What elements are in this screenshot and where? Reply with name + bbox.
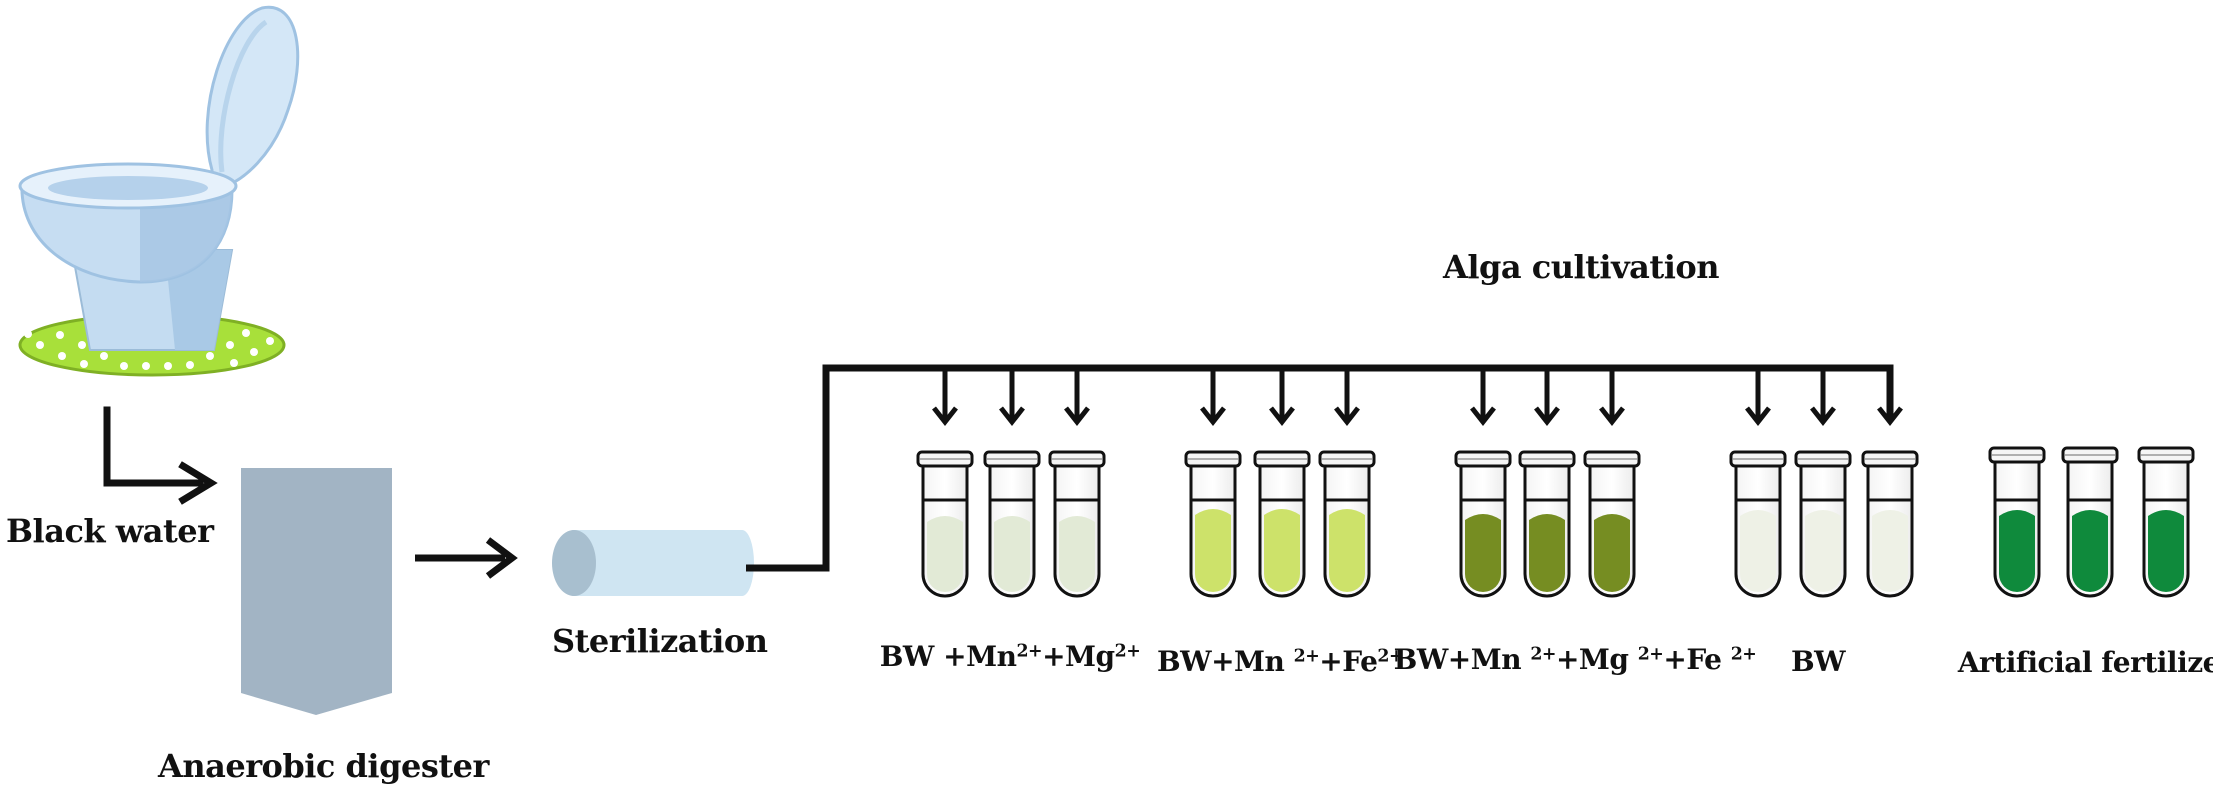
tube-liquid xyxy=(1264,509,1300,592)
label-alga-cultivation: Alga cultivation xyxy=(1443,248,1719,286)
charge-superscript: 2+ xyxy=(1637,644,1664,665)
charge-superscript: 2+ xyxy=(1114,641,1141,662)
branch-arrow xyxy=(1200,368,1226,427)
label-text: BW +Mn xyxy=(879,640,1017,673)
label-anaerobic-digester: Anaerobic digester xyxy=(158,747,489,785)
sterilization-cylinder xyxy=(552,530,754,596)
charge-superscript: 2+ xyxy=(1377,646,1404,667)
branch-arrow xyxy=(932,368,958,427)
group-label-bw: BW xyxy=(1790,645,1846,678)
branch-arrow xyxy=(1877,368,1903,427)
tube-liquid xyxy=(1329,509,1365,592)
branch-arrow xyxy=(1064,368,1090,427)
branch-arrow xyxy=(1534,368,1560,427)
branch-arrow xyxy=(1334,368,1360,427)
label-text: Artificial fertilizer xyxy=(1957,646,2213,679)
label-text: +Mg xyxy=(1042,640,1115,673)
test-tube xyxy=(1518,450,1576,598)
branch-arrow xyxy=(1269,368,1295,427)
test-tube xyxy=(2061,446,2119,598)
label-sterilization: Sterilization xyxy=(552,622,768,660)
tube-liquid xyxy=(1594,514,1630,592)
tube-liquid xyxy=(2148,510,2184,592)
tube-liquid xyxy=(1999,510,2035,592)
test-tube xyxy=(1583,450,1641,598)
branch-arrow xyxy=(1745,368,1771,427)
group-label-bw-mn-mg-fe: BW+Mn 2++Mg 2++Fe 2+ xyxy=(1394,643,1757,676)
charge-superscript: 2+ xyxy=(1016,641,1043,662)
charge-superscript: 2+ xyxy=(1730,644,1757,665)
branch-arrow xyxy=(1470,368,1496,427)
label-black-water: Black water xyxy=(6,512,214,550)
label-text: BW+Mn xyxy=(1393,643,1531,676)
branch-arrow xyxy=(999,368,1025,427)
label-text: +Fe xyxy=(1663,643,1731,676)
test-tube xyxy=(2137,446,2195,598)
anaerobic-digester-shape xyxy=(241,468,392,715)
branch-arrow xyxy=(1810,368,1836,427)
tube-liquid xyxy=(1059,516,1095,592)
tube-liquid xyxy=(1805,510,1841,592)
test-tube xyxy=(1988,446,2046,598)
label-text: +Fe xyxy=(1319,645,1378,678)
test-tube xyxy=(983,450,1041,598)
test-tubes xyxy=(916,446,2195,598)
label-text: BW+Mn xyxy=(1156,645,1294,678)
toilet-icon xyxy=(18,5,300,377)
group-label-artificial-fertilizer: Artificial fertilizer xyxy=(1958,646,2213,679)
charge-superscript: 2+ xyxy=(1530,644,1556,665)
test-tube xyxy=(1794,450,1852,598)
tube-liquid xyxy=(1529,514,1565,592)
tube-liquid xyxy=(1872,510,1908,592)
test-tube xyxy=(1318,450,1376,598)
tube-liquid xyxy=(927,516,963,592)
arrow-toilet-to-digester xyxy=(103,406,218,505)
tube-liquid xyxy=(2072,510,2108,592)
tube-liquid xyxy=(994,516,1030,592)
label-text: +Mg xyxy=(1555,643,1638,676)
label-text: BW xyxy=(1790,645,1846,678)
test-tube xyxy=(1729,450,1787,598)
test-tube xyxy=(1048,450,1106,598)
branch-arrows xyxy=(932,368,1903,427)
arrow-digester-to-sterilization xyxy=(415,537,518,579)
test-tube xyxy=(1184,450,1242,598)
tube-liquid xyxy=(1740,510,1776,592)
group-label-bw-mn-fe: BW+Mn 2++Fe2+ xyxy=(1156,645,1404,678)
test-tube xyxy=(1861,450,1919,598)
test-tube xyxy=(1454,450,1512,598)
test-tube xyxy=(916,450,974,598)
test-tube xyxy=(1253,450,1311,598)
branch-arrow xyxy=(1599,368,1625,427)
distribution-manifold xyxy=(746,364,1894,572)
tube-liquid xyxy=(1195,509,1231,592)
charge-superscript: 2+ xyxy=(1293,646,1320,667)
group-label-bw-mn-mg: BW +Mn2++Mg2+ xyxy=(879,640,1141,673)
tube-liquid xyxy=(1465,514,1501,592)
